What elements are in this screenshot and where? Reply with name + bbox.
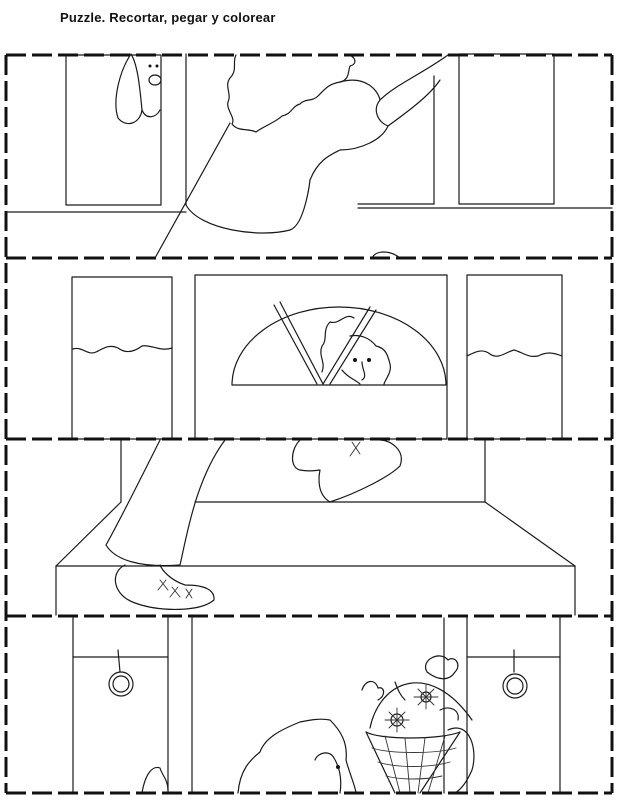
puzzle-strip-3 [55, 439, 576, 616]
puzzle-strip-2 [71, 274, 563, 440]
dog-ear-icon [115, 53, 143, 125]
ring-handle-right-icon [502, 673, 528, 699]
dog-nose-icon [148, 74, 162, 86]
flower-basket-icon [361, 655, 475, 794]
puzzle-strip-4 [72, 617, 561, 794]
cut-lines [4, 53, 614, 795]
worksheet-title: Puzzle. Recortar, pegar y colorear [60, 10, 276, 25]
puzzle-strip-1 [7, 53, 613, 259]
ring-handle-left-icon [108, 671, 134, 697]
arched-window [231, 306, 447, 386]
